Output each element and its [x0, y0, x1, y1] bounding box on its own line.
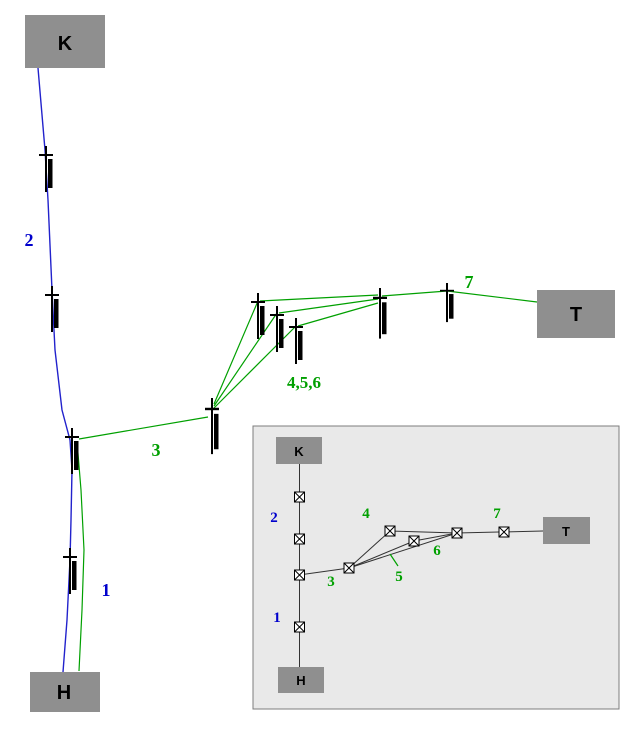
- inset-segment-label-4: 4: [362, 506, 370, 522]
- inset-line-3: [298, 567, 350, 576]
- node-switch-icon: [294, 533, 305, 545]
- segment-label-1: 1: [102, 580, 111, 600]
- pole-icon: [439, 282, 455, 324]
- node-switch-icon: [294, 569, 305, 581]
- inset-station-box-t: [543, 517, 590, 544]
- node-switch-icon: [343, 562, 355, 574]
- inset-segment-label-1: 1: [273, 610, 281, 626]
- node-switch-icon: [451, 527, 463, 539]
- inset-station-label-k: K: [294, 444, 304, 459]
- green-feeder-junction-to-h: [76, 440, 85, 672]
- inset-station-box-h: [278, 667, 324, 693]
- main-line-segment-3: [78, 416, 209, 440]
- main-map: K T H 2 3 4,5,6 7 1: [25, 15, 615, 712]
- pole-icon: [64, 427, 80, 475]
- segment-label-3: 3: [152, 440, 161, 460]
- main-line-segment-6-left: [213, 325, 297, 409]
- inset-line-5: [348, 532, 458, 569]
- station-box-k: [25, 15, 105, 68]
- inset-map: K T H 2 4 7 6 3 5 1: [252, 425, 620, 710]
- label-5-leader: [389, 553, 399, 567]
- inset-segment-label-3: 3: [327, 574, 335, 590]
- node-switch-icon: [384, 525, 396, 537]
- station-box-h: [30, 672, 100, 712]
- inset-segment-label-2: 2: [270, 510, 278, 526]
- inset-station-label-h: H: [296, 673, 305, 688]
- segment-label-7: 7: [465, 272, 474, 292]
- station-label-k: K: [58, 33, 73, 55]
- inset-station-label-t: T: [562, 524, 570, 539]
- node-switch-icon: [408, 535, 420, 547]
- main-line-segment-2: [37, 67, 71, 441]
- inset-station-box-k: [276, 437, 322, 464]
- main-line-segment-4-left: [213, 300, 259, 405]
- station-label-t: T: [570, 304, 582, 326]
- inset-panel: [252, 425, 620, 710]
- station-label-h: H: [57, 682, 71, 704]
- inset-segment-label-6: 6: [433, 543, 441, 559]
- main-line-segment-6-right: [297, 302, 379, 327]
- segment-label-2: 2: [25, 230, 34, 250]
- inset-segment-label-7: 7: [493, 506, 501, 522]
- node-switch-icon: [294, 491, 305, 503]
- pole-icon: [44, 285, 60, 333]
- inset-segment-label-5: 5: [395, 569, 403, 585]
- main-line-segment-5-right: [278, 298, 379, 314]
- station-box-t: [537, 290, 615, 338]
- pole-icon: [203, 396, 221, 456]
- pole-icon: [38, 145, 54, 193]
- main-line-segment-7: [381, 290, 538, 303]
- pole-icon: [62, 547, 78, 595]
- main-line-segment-5-left: [213, 312, 278, 407]
- main-line-segment-4-right: [259, 294, 379, 302]
- node-switch-icon: [294, 621, 305, 633]
- node-switch-icon: [498, 526, 510, 538]
- segment-label-456: 4,5,6: [287, 373, 321, 392]
- pole-icon: [250, 292, 266, 340]
